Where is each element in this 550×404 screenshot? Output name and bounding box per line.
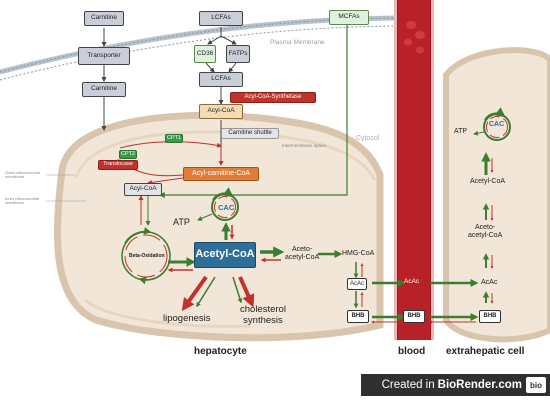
biorender-logo-icon: bio <box>526 377 546 393</box>
bhb-box-blood: BHB <box>403 310 425 323</box>
cholesterol-synthesis-label: cholesterol synthesis <box>240 304 286 327</box>
biorender-footer: Created in BioRender.com bio <box>361 374 550 396</box>
acyl-coa-synthetase-label: Acyl-CoA-Synthetase <box>230 92 316 103</box>
acetoacetyl-line-2: acetyl-CoA <box>285 254 320 262</box>
cholesterol-line-2: synthesis <box>243 314 283 326</box>
acetoacetyl-extra-line-2: acetyl-CoA <box>468 232 503 240</box>
fatps-box: FATPs <box>226 45 250 63</box>
cac-label-hepatocyte: CAC <box>218 203 235 212</box>
extrahepatic-cell-label: extrahepatic cell <box>446 346 525 357</box>
mitochondrion-hepatocyte <box>53 111 384 342</box>
mito-left-green-arrows <box>138 195 151 226</box>
bhb-box-mito: BHB <box>347 310 369 323</box>
cac-cycle-extrahepatic <box>473 107 511 141</box>
intermembrane-label: Intermembrane space <box>282 143 326 148</box>
hepatocyte-label: hepatocyte <box>194 346 247 357</box>
blood-label: blood <box>398 346 426 357</box>
acyl-carnitine-coa-box: Acyl-carnitine-CoA <box>183 167 259 181</box>
acetyl-coa-box: Acetyl-CoA <box>194 242 256 268</box>
cac-cycle-hepatocyte <box>211 187 239 221</box>
acyl-coa-mito-box: Acyl-CoA <box>124 183 162 196</box>
atp-label-hepatocyte: ATP <box>173 217 190 227</box>
hmg-coa-label: HMG-CoA <box>342 250 375 257</box>
acac-box-mito: AcAc <box>347 278 367 290</box>
cpt2-label: CPT2 <box>119 150 137 159</box>
membrane-callouts <box>46 174 86 202</box>
footer-created-text: Created in <box>381 379 435 391</box>
cpt1-label: CPT1 <box>165 134 183 143</box>
plasma-membrane-label: Plasma Membrane <box>270 39 325 46</box>
inner-membrane-label: Inner mitochondrial membrane <box>5 196 40 206</box>
acac-extrahepatic-label: AcAc <box>481 279 498 286</box>
beta-oxidation-cycle <box>121 227 171 285</box>
acetyl-coa-label-extrahepatic: Acetyl-CoA <box>470 178 506 185</box>
beta-oxidation-label: Beta-Oxidation <box>129 253 165 259</box>
mitochondrion-extrahepatic <box>443 47 550 343</box>
lipogenesis-label: lipogenesis <box>163 313 211 324</box>
cholesterol-line-1: cholesterol <box>240 304 286 315</box>
lcfas-box-2: LCFAs <box>199 72 243 87</box>
cac-label-extrahepatic: CAC <box>489 121 505 128</box>
acyl-coa-box: Acyl-CoA <box>199 104 243 119</box>
acetoacetyl-label-extrahepatic: Aceto- acetyl-CoA <box>468 224 502 240</box>
cd36-box: CD36 <box>194 45 216 63</box>
outer-membrane-label: Outer mitochondrial membrane <box>5 170 40 180</box>
carnitine-box-2: Carnitine <box>82 82 126 97</box>
acac-blood-label: AcAc <box>404 278 420 285</box>
atp-label-extrahepatic: ATP <box>454 128 468 135</box>
footer-brand-text: BioRender.com <box>437 379 522 391</box>
acetoacetyl-coa-label: Aceto- acetyl-CoA <box>285 246 319 262</box>
translocase-label: Translocase <box>98 160 138 170</box>
acetoacetyl-line-1: Aceto- <box>292 246 313 253</box>
lcfas-box: LCFAs <box>199 11 243 26</box>
carnitine-shuttle-label: Carnitine shuttle <box>221 128 279 139</box>
blood-vessel <box>394 0 434 340</box>
transport-arrows <box>101 27 237 160</box>
atp-arrow <box>197 213 213 221</box>
cytosol-label: Cytosol <box>356 135 380 142</box>
ketogenesis-arrows <box>318 152 494 324</box>
carnitine-box: Carnitine <box>84 11 124 26</box>
bhb-box-extrahepatic: BHB <box>479 310 501 323</box>
mcfas-box: MCFAs <box>329 10 369 25</box>
acetoacetyl-extra-line-1: Aceto- <box>475 224 496 231</box>
acetyl-coa-arrows <box>167 222 285 312</box>
transporter-box: Transporter <box>78 47 130 65</box>
